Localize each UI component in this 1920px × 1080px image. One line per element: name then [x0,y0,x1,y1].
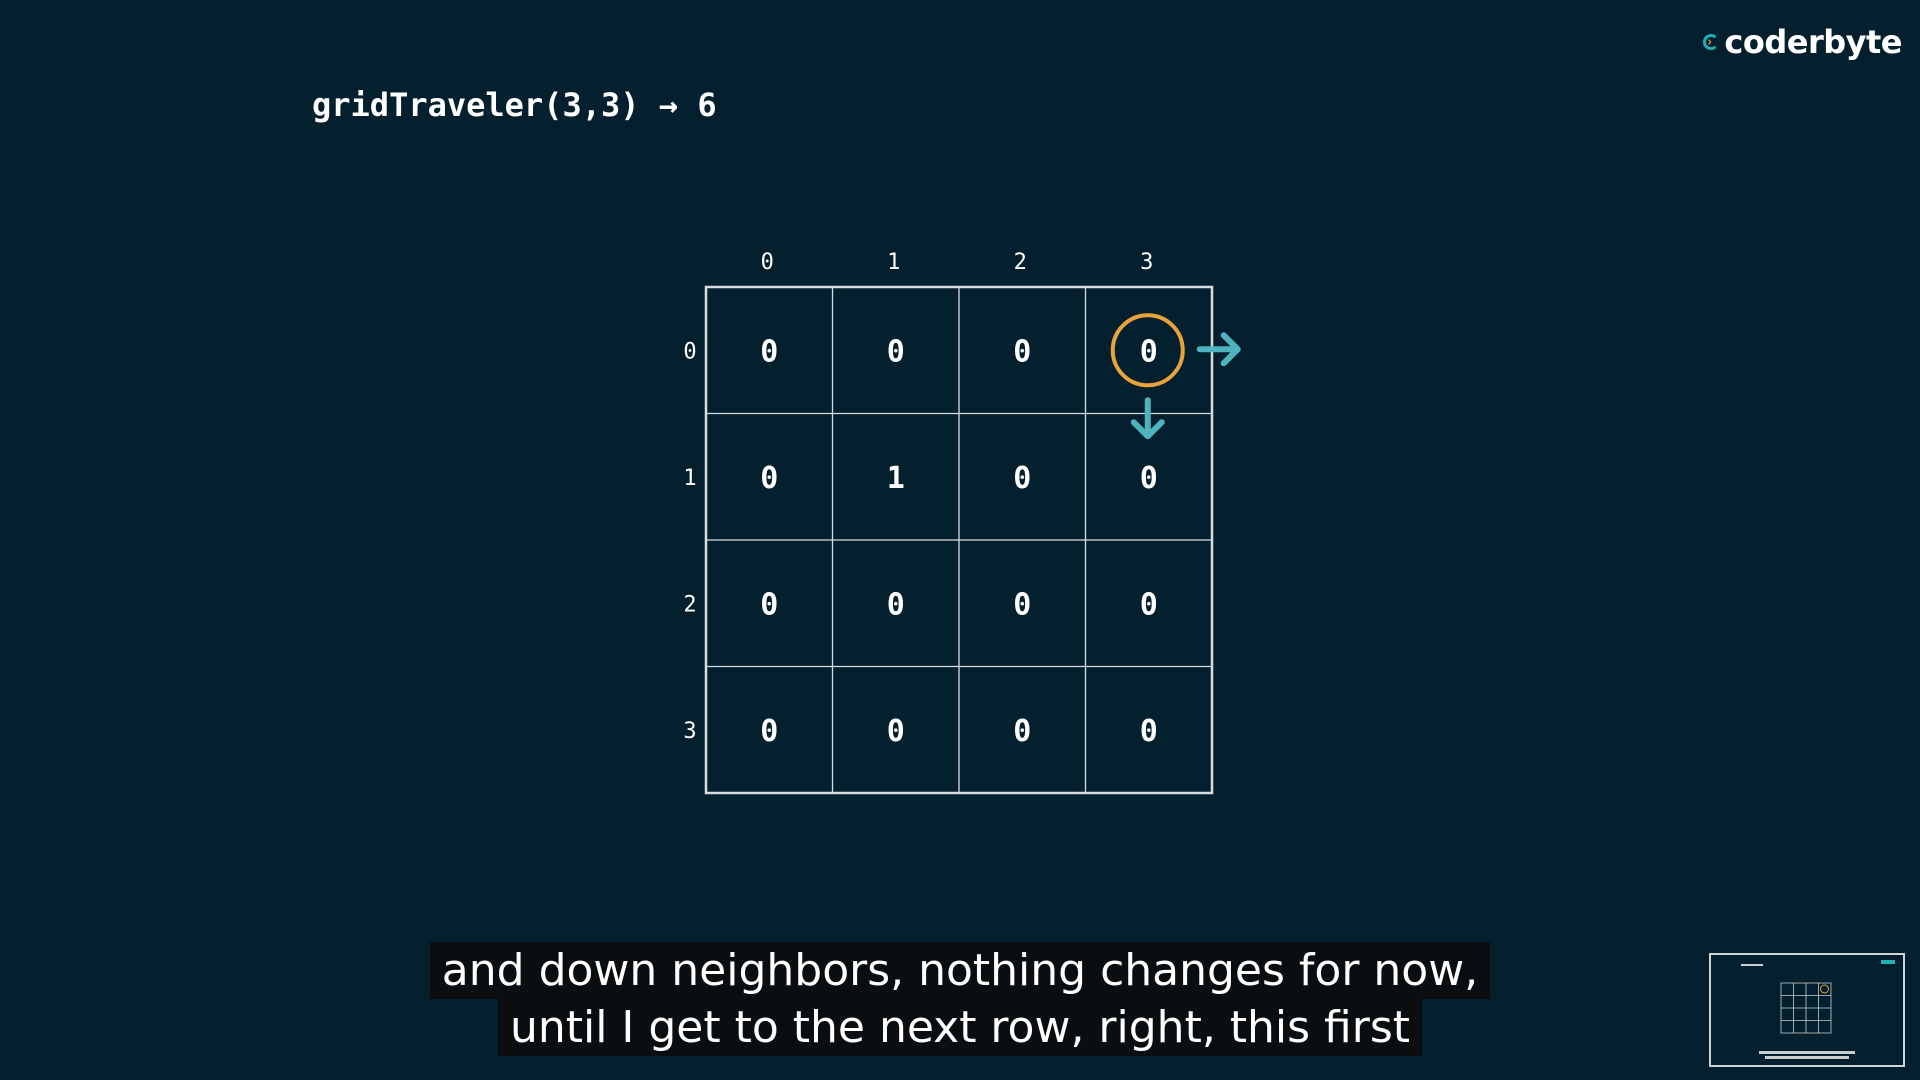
grid-cell-value: 1 [887,461,905,496]
row-label: 2 [683,592,696,617]
grid-cell-value: 0 [1013,461,1031,496]
column-label: 2 [1014,250,1027,275]
grid-cell-value: 0 [760,461,778,496]
column-label: 3 [1140,250,1153,275]
grid-cell-value: 0 [1013,334,1031,369]
coderbyte-logo-icon [1702,33,1716,51]
grid-cell-value: 0 [760,714,778,749]
preview-thumbnail[interactable] [1709,953,1905,1067]
row-label: 1 [683,466,696,491]
thumbnail-image [1741,960,1895,1059]
grid-cell-value: 0 [1013,587,1031,622]
brand-name: coderbyte [1724,23,1902,61]
function-call-heading: gridTraveler(3,3) → 6 [312,86,717,124]
grid-cell-value: 0 [1013,714,1031,749]
grid-cell-value: 0 [1140,334,1158,369]
grid-cell-value: 0 [887,714,905,749]
grid-cell-value: 0 [887,334,905,369]
grid-cell-value: 0 [760,587,778,622]
grid-cell-value: 0 [760,334,778,369]
subtitles: and down neighbors, nothing changes for … [0,942,1920,1056]
arrow-down-icon [1130,397,1165,440]
grid-cell-value: 0 [1140,587,1158,622]
grid-cell-value: 0 [887,587,905,622]
column-label: 1 [887,250,900,275]
coderbyte-logo: coderbyte [1702,14,1902,70]
row-label: 0 [683,339,696,364]
column-label: 0 [761,250,774,275]
grid-cell-value: 0 [1140,714,1158,749]
subtitle-line-2: until I get to the next row, right, this… [497,999,1423,1056]
highlight-circle [1110,313,1185,388]
subtitle-line-1: and down neighbors, nothing changes for … [429,942,1491,999]
arrow-right-icon [1196,332,1241,367]
row-label: 3 [683,719,696,744]
grid-cell-value: 0 [1140,461,1158,496]
